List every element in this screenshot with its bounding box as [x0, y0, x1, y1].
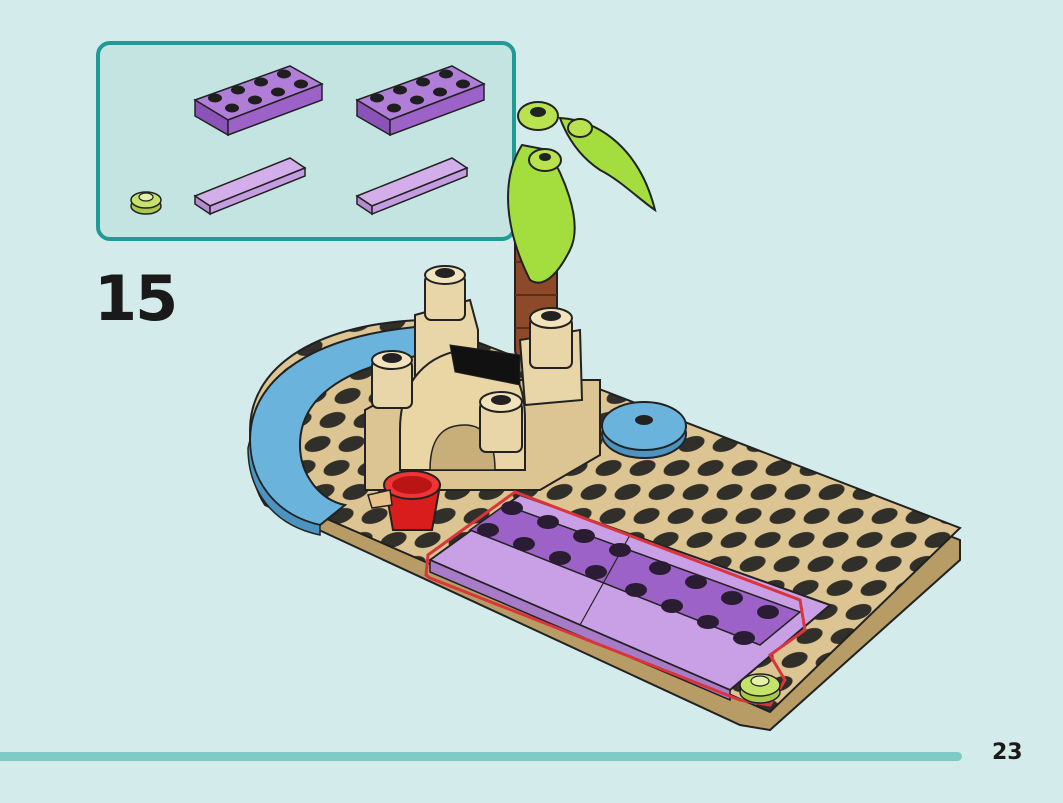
- callout-tile-2: [355, 157, 469, 216]
- callout-plate-1: [193, 65, 324, 137]
- progress-bar: [0, 752, 962, 761]
- callout-plate-2: [355, 65, 486, 137]
- step-number: 15: [94, 262, 178, 335]
- red-bucket: [367, 470, 442, 531]
- blue-round-tile: [601, 401, 687, 459]
- tan-round-bricks: [371, 265, 573, 453]
- callout-tile-1: [193, 157, 307, 216]
- blue-curve-wall: [247, 323, 457, 536]
- lime-round-plate: [739, 673, 781, 704]
- palm-tree: [507, 101, 657, 359]
- callout-round-plate: [130, 191, 162, 215]
- page-number: 23: [992, 740, 1023, 765]
- highlight-outline: [424, 490, 807, 707]
